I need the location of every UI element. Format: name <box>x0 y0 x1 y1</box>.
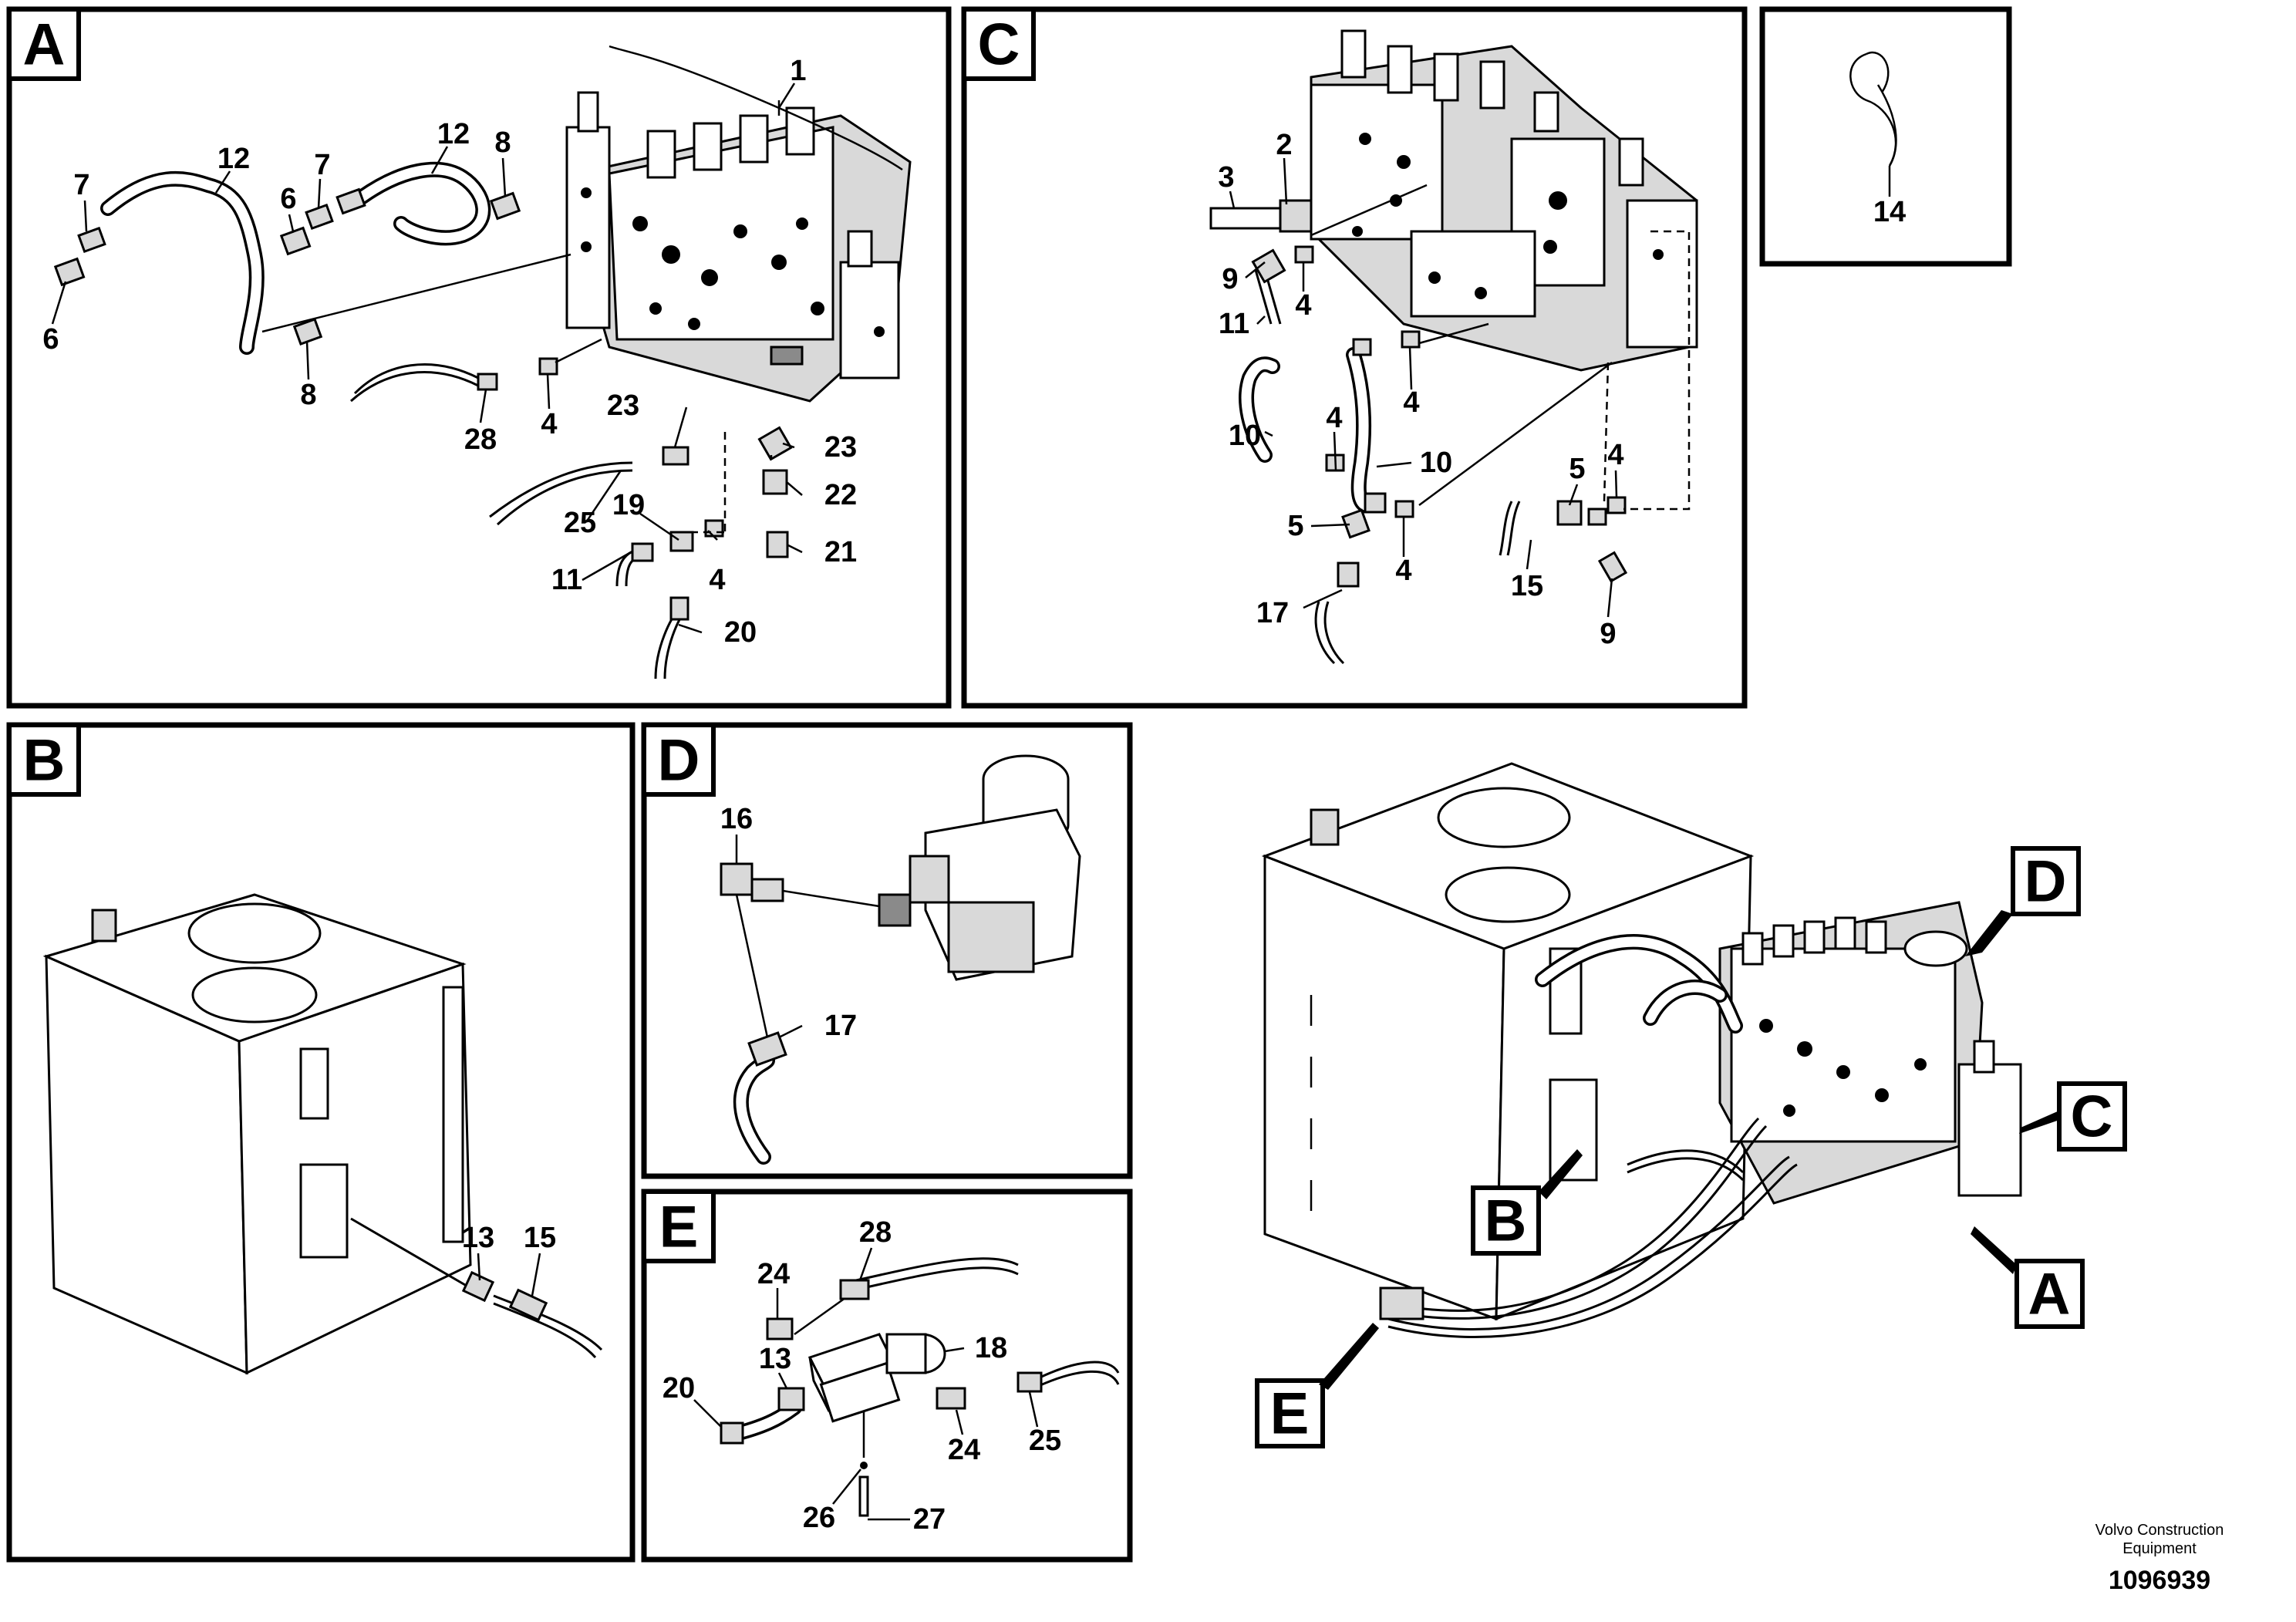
callout-c-2: 2 <box>1276 129 1292 161</box>
callout-a-8-top: 8 <box>494 126 511 159</box>
panel-e-tag-box <box>642 1189 716 1263</box>
panel-b-tag-box <box>7 723 81 797</box>
overview-tag-b: B <box>1471 1149 1583 1256</box>
overview-assembly: D C B A E <box>1255 762 2127 1448</box>
panel-c-tag-box <box>962 7 1036 81</box>
callout-e-24-bottom: 24 <box>948 1434 980 1466</box>
callout-a-6-bottom: 6 <box>42 323 59 356</box>
callout-a-11: 11 <box>551 564 582 596</box>
overview-tag-a: A <box>1971 1226 2085 1329</box>
callout-a-23-right: 23 <box>824 431 857 464</box>
callout-a-28: 28 <box>464 423 497 456</box>
panel-e-tag: E <box>659 1195 699 1260</box>
callout-a-22: 22 <box>824 479 857 511</box>
callout-c-10-right: 10 <box>1420 447 1452 479</box>
callout-a-12-left: 12 <box>217 143 250 175</box>
panel-a: A <box>6 6 952 709</box>
callout-a-1: 1 <box>790 55 806 87</box>
callout-a-7-right: 7 <box>314 149 330 181</box>
overview-tag-e: E <box>1255 1323 1379 1448</box>
callout-e-26: 26 <box>803 1502 835 1534</box>
callout-a-4-top: 4 <box>541 408 557 440</box>
cable-tie-icon <box>1849 51 1897 167</box>
callout-a-7-left: 7 <box>73 169 89 201</box>
callout-a-25: 25 <box>564 507 596 539</box>
callout-e-25: 25 <box>1029 1425 1061 1457</box>
overview-tag-d: D <box>1965 846 2081 956</box>
panel-b: B 13 15 <box>6 722 636 1563</box>
callout-e-27: 27 <box>913 1503 946 1536</box>
callout-d-17: 17 <box>824 1010 857 1042</box>
callout-c-9-bottom: 9 <box>1600 618 1616 650</box>
footer: Volvo Construction Equipment 1096939 <box>2095 1522 2224 1595</box>
callout-a-21: 21 <box>824 536 857 568</box>
callout-c-4-upper: 4 <box>1295 289 1311 322</box>
panel-b-tag: B <box>23 728 66 794</box>
callout-clip-14: 14 <box>1873 196 1906 228</box>
svg-text:C: C <box>2071 1084 2113 1150</box>
drawing-number: 1096939 <box>2109 1566 2210 1595</box>
company-name-line1: Volvo Construction <box>2095 1522 2224 1539</box>
accumulator-block <box>878 754 1081 981</box>
callout-a-4-bottom: 4 <box>709 564 725 596</box>
panel-d-tag: D <box>658 728 700 794</box>
callout-c-4-left: 4 <box>1326 402 1342 434</box>
control-valve-c <box>1310 29 1698 372</box>
svg-text:D: D <box>2025 849 2067 915</box>
panel-a-tag: A <box>23 12 66 78</box>
callout-e-18: 18 <box>975 1332 1007 1364</box>
callout-e-24-top: 24 <box>757 1258 790 1290</box>
svg-text:A: A <box>2028 1262 2071 1327</box>
callout-c-5-left: 5 <box>1287 510 1303 542</box>
panel-d: D 16 17 <box>641 722 1133 1179</box>
panel-e: E <box>641 1189 1133 1563</box>
callout-a-6-top: 6 <box>280 183 296 215</box>
hydraulic-tank <box>42 893 472 1375</box>
panel-clip: 14 <box>1759 6 2012 267</box>
callout-a-19: 19 <box>612 489 645 521</box>
callout-c-4-mid: 4 <box>1403 386 1419 419</box>
callout-b-15: 15 <box>524 1222 556 1254</box>
callout-c-10-left: 10 <box>1229 420 1261 452</box>
panel-c: C <box>961 6 1748 709</box>
panel-d-tag-box <box>642 723 716 797</box>
panel-a-tag-box <box>7 7 81 81</box>
company-name-line2: Equipment <box>2122 1540 2197 1557</box>
callout-c-3: 3 <box>1218 161 1234 194</box>
fittings-a <box>53 187 793 621</box>
callout-e-20: 20 <box>663 1372 695 1404</box>
callout-c-15: 15 <box>1511 570 1543 602</box>
overview-tag-c: C <box>2019 1081 2127 1152</box>
callout-e-13: 13 <box>759 1343 791 1375</box>
panel-c-tag: C <box>978 12 1020 78</box>
svg-text:B: B <box>1485 1189 1527 1254</box>
callout-c-4-lower: 4 <box>1395 555 1411 587</box>
control-valve <box>565 91 912 403</box>
fittings-c <box>1209 199 1628 588</box>
callout-c-11: 11 <box>1219 308 1249 340</box>
callout-b-13: 13 <box>462 1222 494 1254</box>
callout-c-9-top: 9 <box>1222 263 1238 295</box>
callout-a-8-bottom: 8 <box>300 379 316 411</box>
callout-d-16: 16 <box>720 803 753 835</box>
callout-a-20: 20 <box>724 616 757 649</box>
callout-c-4-right: 4 <box>1607 439 1623 471</box>
callout-c-5-right: 5 <box>1569 453 1585 485</box>
callout-a-23-left: 23 <box>607 389 639 422</box>
svg-text:E: E <box>1270 1381 1310 1447</box>
callout-c-17: 17 <box>1256 597 1289 629</box>
callout-a-12-right: 12 <box>437 118 470 150</box>
callout-e-28: 28 <box>859 1216 892 1249</box>
valve-block-e <box>807 1333 946 1423</box>
